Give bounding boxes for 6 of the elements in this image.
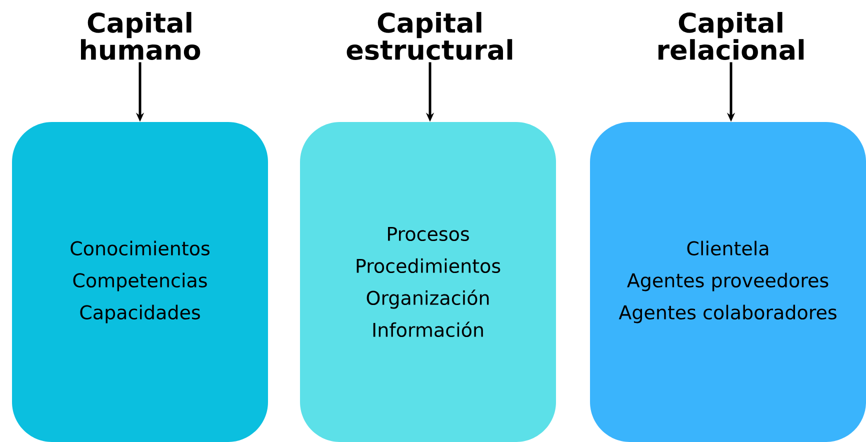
heading: Capital relacional: [658, 12, 804, 60]
heading: Capital estructural: [346, 12, 512, 60]
rounded-box: Conocimientos Competencias Capacidades: [12, 122, 268, 442]
heading: Capital humano: [81, 12, 200, 60]
rounded-box: Clientela Agentes proveedores Agentes colaboradores: [590, 122, 866, 442]
rounded-box: Procesos Procedimientos Organización Información: [300, 122, 556, 442]
